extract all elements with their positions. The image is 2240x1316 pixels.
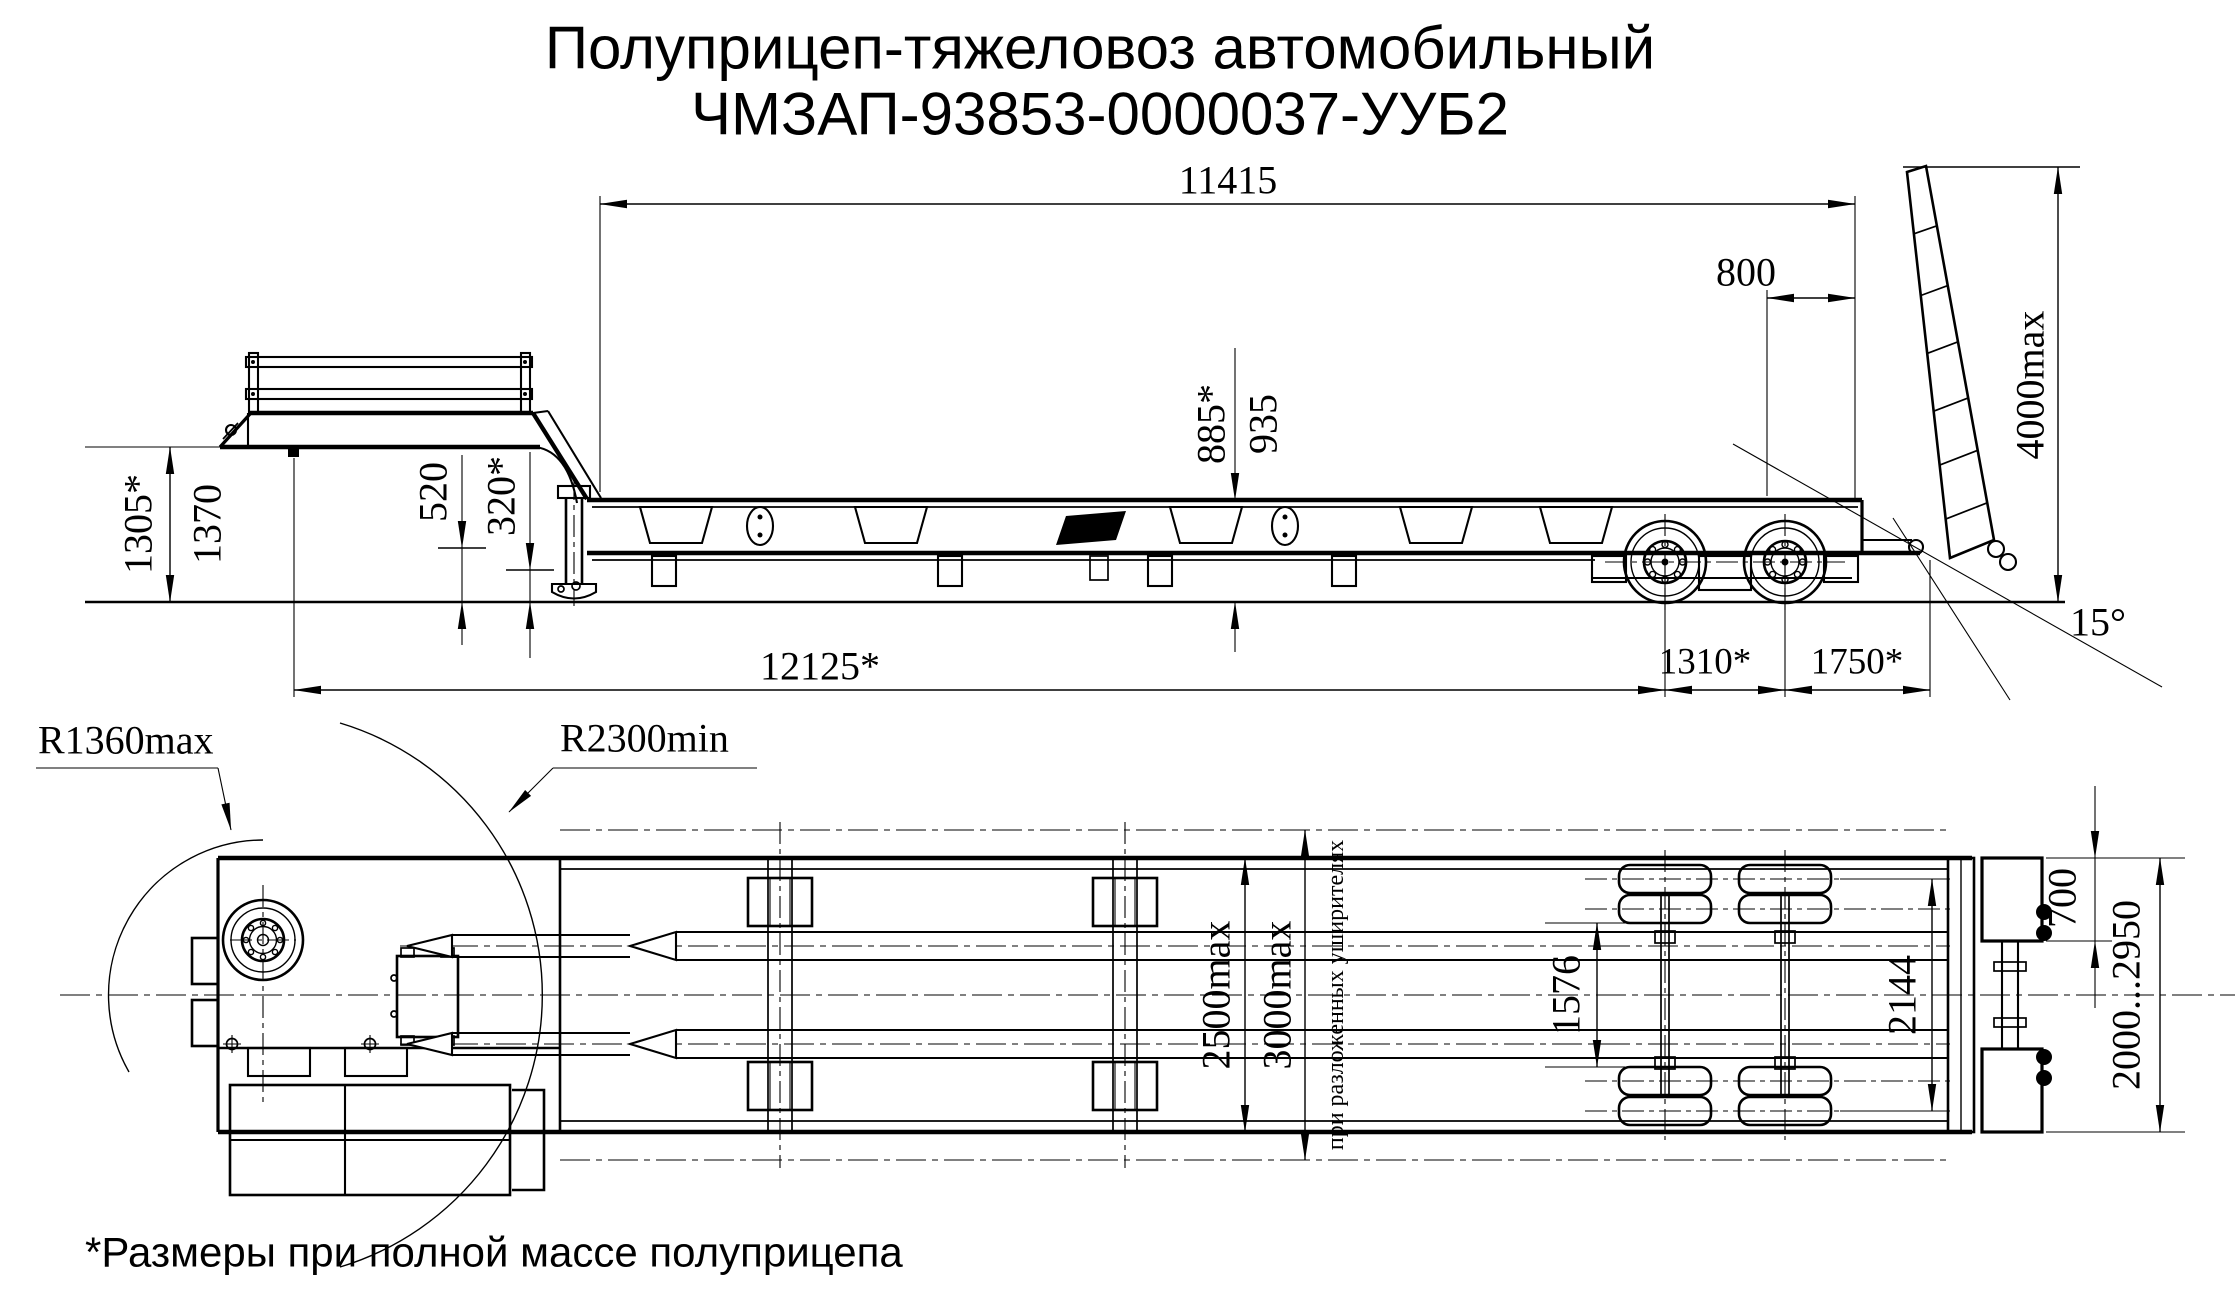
dim-gooseneck-clearance: 520: [411, 462, 456, 522]
dim-rear-radius: R2300min: [560, 716, 729, 761]
dim-deck-height: 935: [1241, 394, 1286, 454]
dim-rear-offset: 800: [1716, 250, 1776, 295]
kingpin-plate: [221, 885, 305, 1105]
dim-ramp-height: 4000max: [2008, 311, 2053, 460]
dim-ramp-width: 700: [2040, 868, 2085, 928]
title-block: Полуприцеп-тяжеловоз автомобильный ЧМЗАП…: [545, 15, 1655, 148]
loading-ramp: [1732, 164, 2163, 701]
dim-width-extended-note: при разложенных уширителях: [1323, 840, 1349, 1150]
dim-gooseneck-clearance-loaded: 320*: [479, 456, 524, 536]
radius-front-arc: [107, 839, 264, 1073]
page-title-line1: Полуприцеп-тяжеловоз автомобильный: [545, 15, 1655, 82]
ramp-lowered-line: [1732, 443, 2163, 688]
axle-1: [1617, 850, 1713, 1140]
axle-2: [1737, 850, 1833, 1140]
dim-track-inner: 1576: [1544, 955, 1589, 1035]
dim-axle-spacing: 1310*: [1659, 642, 1752, 683]
landing-leg: [550, 478, 598, 606]
dim-front-height: 1370: [185, 484, 230, 564]
dim-track-outer: 2144: [1880, 955, 1925, 1035]
gooseneck-slope: [531, 409, 602, 504]
dim-width: 2500max: [1194, 921, 1239, 1070]
extension-beams: [400, 930, 1950, 1060]
dim-front-height-loaded: 1305*: [116, 474, 161, 574]
page-title-line2: ЧМЗАП-93853-0000037-УУБ2: [691, 81, 1509, 148]
dim-deck-height-loaded: 885*: [1189, 384, 1234, 464]
dim-front-radius: R1360max: [38, 718, 214, 763]
top-view: R1360max R2300min 2500max 3000max при ра…: [36, 716, 2235, 1268]
axles-top: [1585, 850, 1950, 1140]
rear-ramps-top: [1946, 856, 2052, 1134]
radius-rear-arc: [339, 722, 544, 1268]
dim-width-extended: 3000max: [1255, 921, 1300, 1070]
gooseneck-equipment: [223, 947, 546, 1197]
dim-rear-overhang: 1750*: [1811, 642, 1904, 683]
wideners: [746, 822, 1159, 1168]
top-view-dimensions: 2500max 3000max при разложенных уширител…: [1194, 786, 2185, 1161]
side-view-dimensions: 11415 800 885* 935 520 320* 130: [85, 158, 2126, 697]
gooseneck-platform: [218, 351, 540, 457]
turning-radii: R1360max R2300min: [36, 716, 757, 1268]
dim-ramp-angle: 15°: [2070, 600, 2126, 645]
side-view: 11415 800 885* 935 520 320* 130: [85, 158, 2163, 701]
footnote: *Размеры при полной массе полуприцепа: [85, 1229, 903, 1276]
dim-upper-deck-length: 11415: [1179, 158, 1278, 203]
running-gear: [1590, 514, 1860, 612]
dim-ramp-spacing: 2000...2950: [2104, 900, 2149, 1090]
dim-kingpin-to-axle: 12125*: [760, 644, 880, 689]
low-deck: [587, 497, 1920, 588]
kingpin: [288, 447, 299, 457]
